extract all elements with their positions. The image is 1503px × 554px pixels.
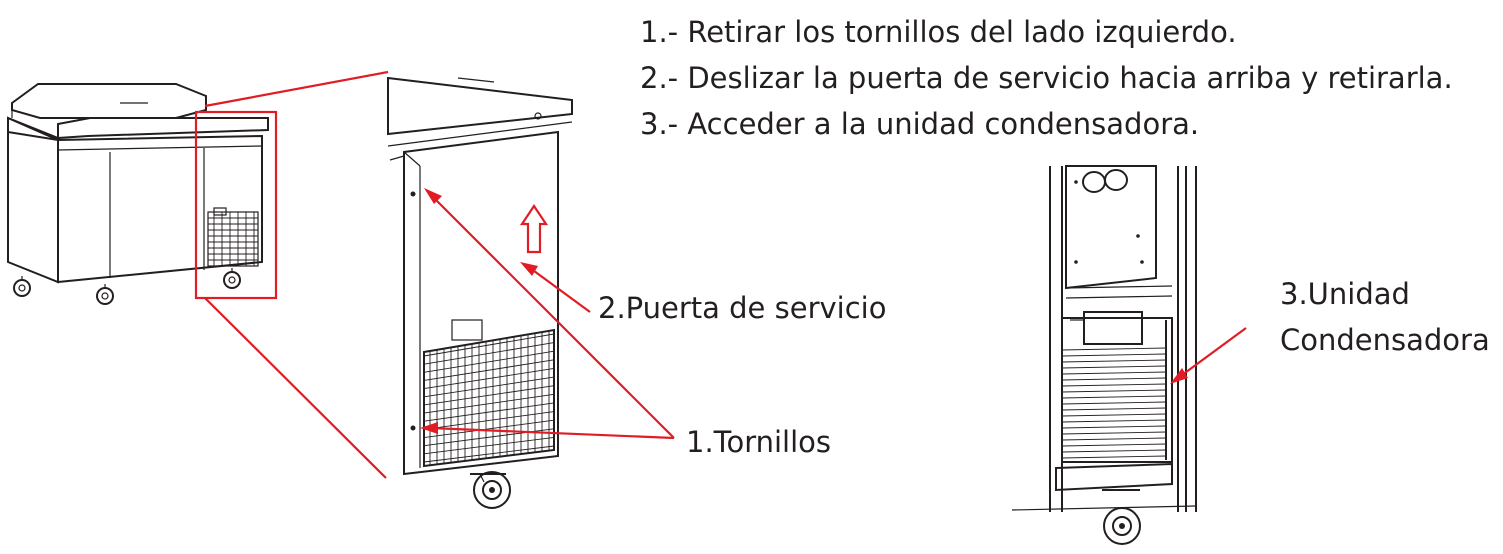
- callout-door-label: 2.Puerta de servicio: [598, 291, 886, 325]
- condenser-detail: [1011, 165, 1197, 545]
- callout-screws-label: 1.Tornillos: [686, 425, 831, 459]
- callout-condenser-label-line2: Condensadora: [1280, 323, 1490, 357]
- condenser-caster-icon: [1103, 507, 1141, 545]
- instruction-list: 1.- Retirar los tornillos del lado izqui…: [640, 15, 1453, 141]
- callout-condenser-label-line1: 3.Unidad: [1280, 277, 1410, 311]
- zoom-box: [194, 110, 278, 300]
- prep-table-overview: [7, 83, 269, 305]
- condenser-arrow: [1170, 327, 1247, 384]
- slide-up-arrow-icon: [519, 204, 549, 254]
- instruction-step-3: 3.- Acceder a la unidad condensadora.: [640, 107, 1199, 141]
- cabinet-detail: [387, 76, 573, 509]
- zoom-line-top: [204, 70, 389, 108]
- zoom-indicator: [194, 70, 389, 479]
- instruction-step-2: 2.- Deslizar la puerta de servicio hacia…: [640, 61, 1453, 95]
- caster-wheel-icon: [473, 471, 511, 509]
- zoom-line-bottom: [204, 297, 387, 479]
- instruction-step-1: 1.- Retirar los tornillos del lado izqui…: [640, 15, 1237, 49]
- service-door: [403, 130, 559, 476]
- callout-arrows: [420, 188, 675, 440]
